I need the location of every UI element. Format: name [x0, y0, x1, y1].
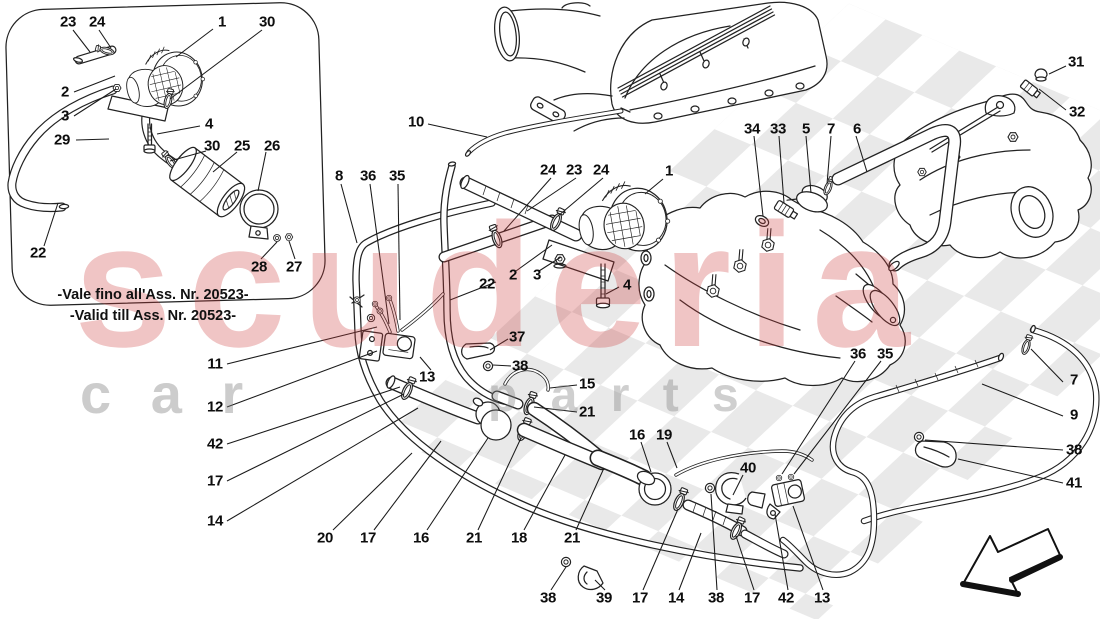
bracket-12: [358, 330, 384, 362]
callout-22: 22: [478, 275, 496, 293]
lower-hose-assembly: [385, 342, 814, 591]
exhaust-manifold-rear: [893, 68, 1092, 259]
callout-12: 12: [206, 398, 224, 416]
callout-24: 24: [592, 161, 610, 179]
direction-arrow: [960, 528, 1063, 597]
callout-42: 42: [777, 589, 795, 607]
callout-16: 16: [628, 426, 646, 444]
callout-14: 14: [206, 512, 224, 530]
air-pipe-right: [779, 324, 1100, 578]
callout-30: 30: [258, 13, 276, 31]
air-pipe-22: [440, 161, 508, 405]
callout-22: 22: [29, 244, 47, 262]
callout-21: 21: [578, 403, 596, 421]
exhaust-manifold-front: [638, 175, 906, 387]
leader-lines: [43, 28, 1067, 591]
callout-38: 38: [539, 589, 557, 607]
callout-2: 2: [508, 266, 518, 284]
callout-17: 17: [743, 589, 761, 607]
callout-38: 38: [1065, 441, 1083, 459]
callout-30: 30: [203, 137, 221, 155]
callout-13: 13: [813, 589, 831, 607]
callout-36: 36: [849, 345, 867, 363]
callout-5: 5: [801, 120, 811, 138]
callout-21: 21: [563, 529, 581, 547]
callout-13: 13: [418, 368, 436, 386]
callout-36: 36: [359, 167, 377, 185]
callout-41: 41: [1065, 474, 1083, 492]
validity-note-english: -Valid till Ass. Nr. 20523-: [69, 308, 237, 324]
callout-11: 11: [207, 355, 223, 373]
callout-7: 7: [1069, 371, 1079, 389]
callout-27: 27: [285, 258, 303, 276]
validity-note: -Vale fino all'Ass. Nr. 20523- -Valid ti…: [41, 285, 265, 327]
callout-29: 29: [53, 131, 71, 149]
air-pipe-8: [352, 199, 804, 572]
callout-37: 37: [508, 328, 526, 346]
union-fitting-32: [1019, 79, 1041, 99]
callout-24: 24: [539, 161, 557, 179]
callout-20: 20: [316, 529, 334, 547]
callout-38: 38: [707, 589, 725, 607]
callout-35: 35: [388, 167, 406, 185]
callout-3: 3: [532, 266, 542, 284]
callout-33: 33: [769, 120, 787, 138]
secondary-air-pump-main: [438, 174, 674, 309]
callout-2: 2: [60, 83, 70, 101]
callout-28: 28: [250, 258, 268, 276]
callout-17: 17: [206, 472, 224, 490]
callout-38: 38: [511, 357, 529, 375]
callout-15: 15: [578, 375, 596, 393]
callout-7: 7: [826, 120, 836, 138]
callout-3: 3: [60, 107, 70, 125]
callout-21: 21: [465, 529, 483, 547]
callout-35: 35: [876, 345, 894, 363]
callout-18: 18: [510, 529, 528, 547]
callout-17: 17: [359, 529, 377, 547]
callout-10: 10: [407, 113, 425, 131]
callout-34: 34: [743, 120, 761, 138]
callout-16: 16: [412, 529, 430, 547]
callout-39: 39: [595, 589, 613, 607]
callout-31: 31: [1067, 53, 1085, 71]
callout-24: 24: [88, 13, 106, 31]
inset-air-filter: [169, 146, 294, 242]
inset-panel-border: [5, 2, 326, 306]
callout-19: 19: [655, 426, 673, 444]
check-valve-5: [786, 184, 828, 213]
callout-17: 17: [631, 589, 649, 607]
callout-23: 23: [59, 13, 77, 31]
callout-23: 23: [565, 161, 583, 179]
callout-8: 8: [334, 167, 344, 185]
callout-4: 4: [622, 276, 632, 294]
inset-air-pump-assembly: [7, 40, 209, 213]
callout-4: 4: [204, 115, 214, 133]
callout-26: 26: [263, 137, 281, 155]
callout-32: 32: [1068, 103, 1086, 121]
callout-25: 25: [233, 137, 251, 155]
intake-manifold: [464, 1, 828, 157]
callout-42: 42: [206, 435, 224, 453]
callout-14: 14: [667, 589, 685, 607]
callout-1: 1: [217, 13, 227, 31]
callout-40: 40: [739, 459, 757, 477]
fitting-33: [773, 200, 799, 220]
callout-9: 9: [1069, 406, 1079, 424]
cap-31: [1034, 68, 1048, 82]
solenoid-valve-13-upper: [349, 292, 445, 362]
hose-6: [831, 124, 962, 272]
callout-6: 6: [852, 120, 862, 138]
validity-note-italian: -Vale fino all'Ass. Nr. 20523-: [57, 287, 249, 303]
callout-1: 1: [664, 162, 674, 180]
washer-34: [754, 215, 770, 227]
